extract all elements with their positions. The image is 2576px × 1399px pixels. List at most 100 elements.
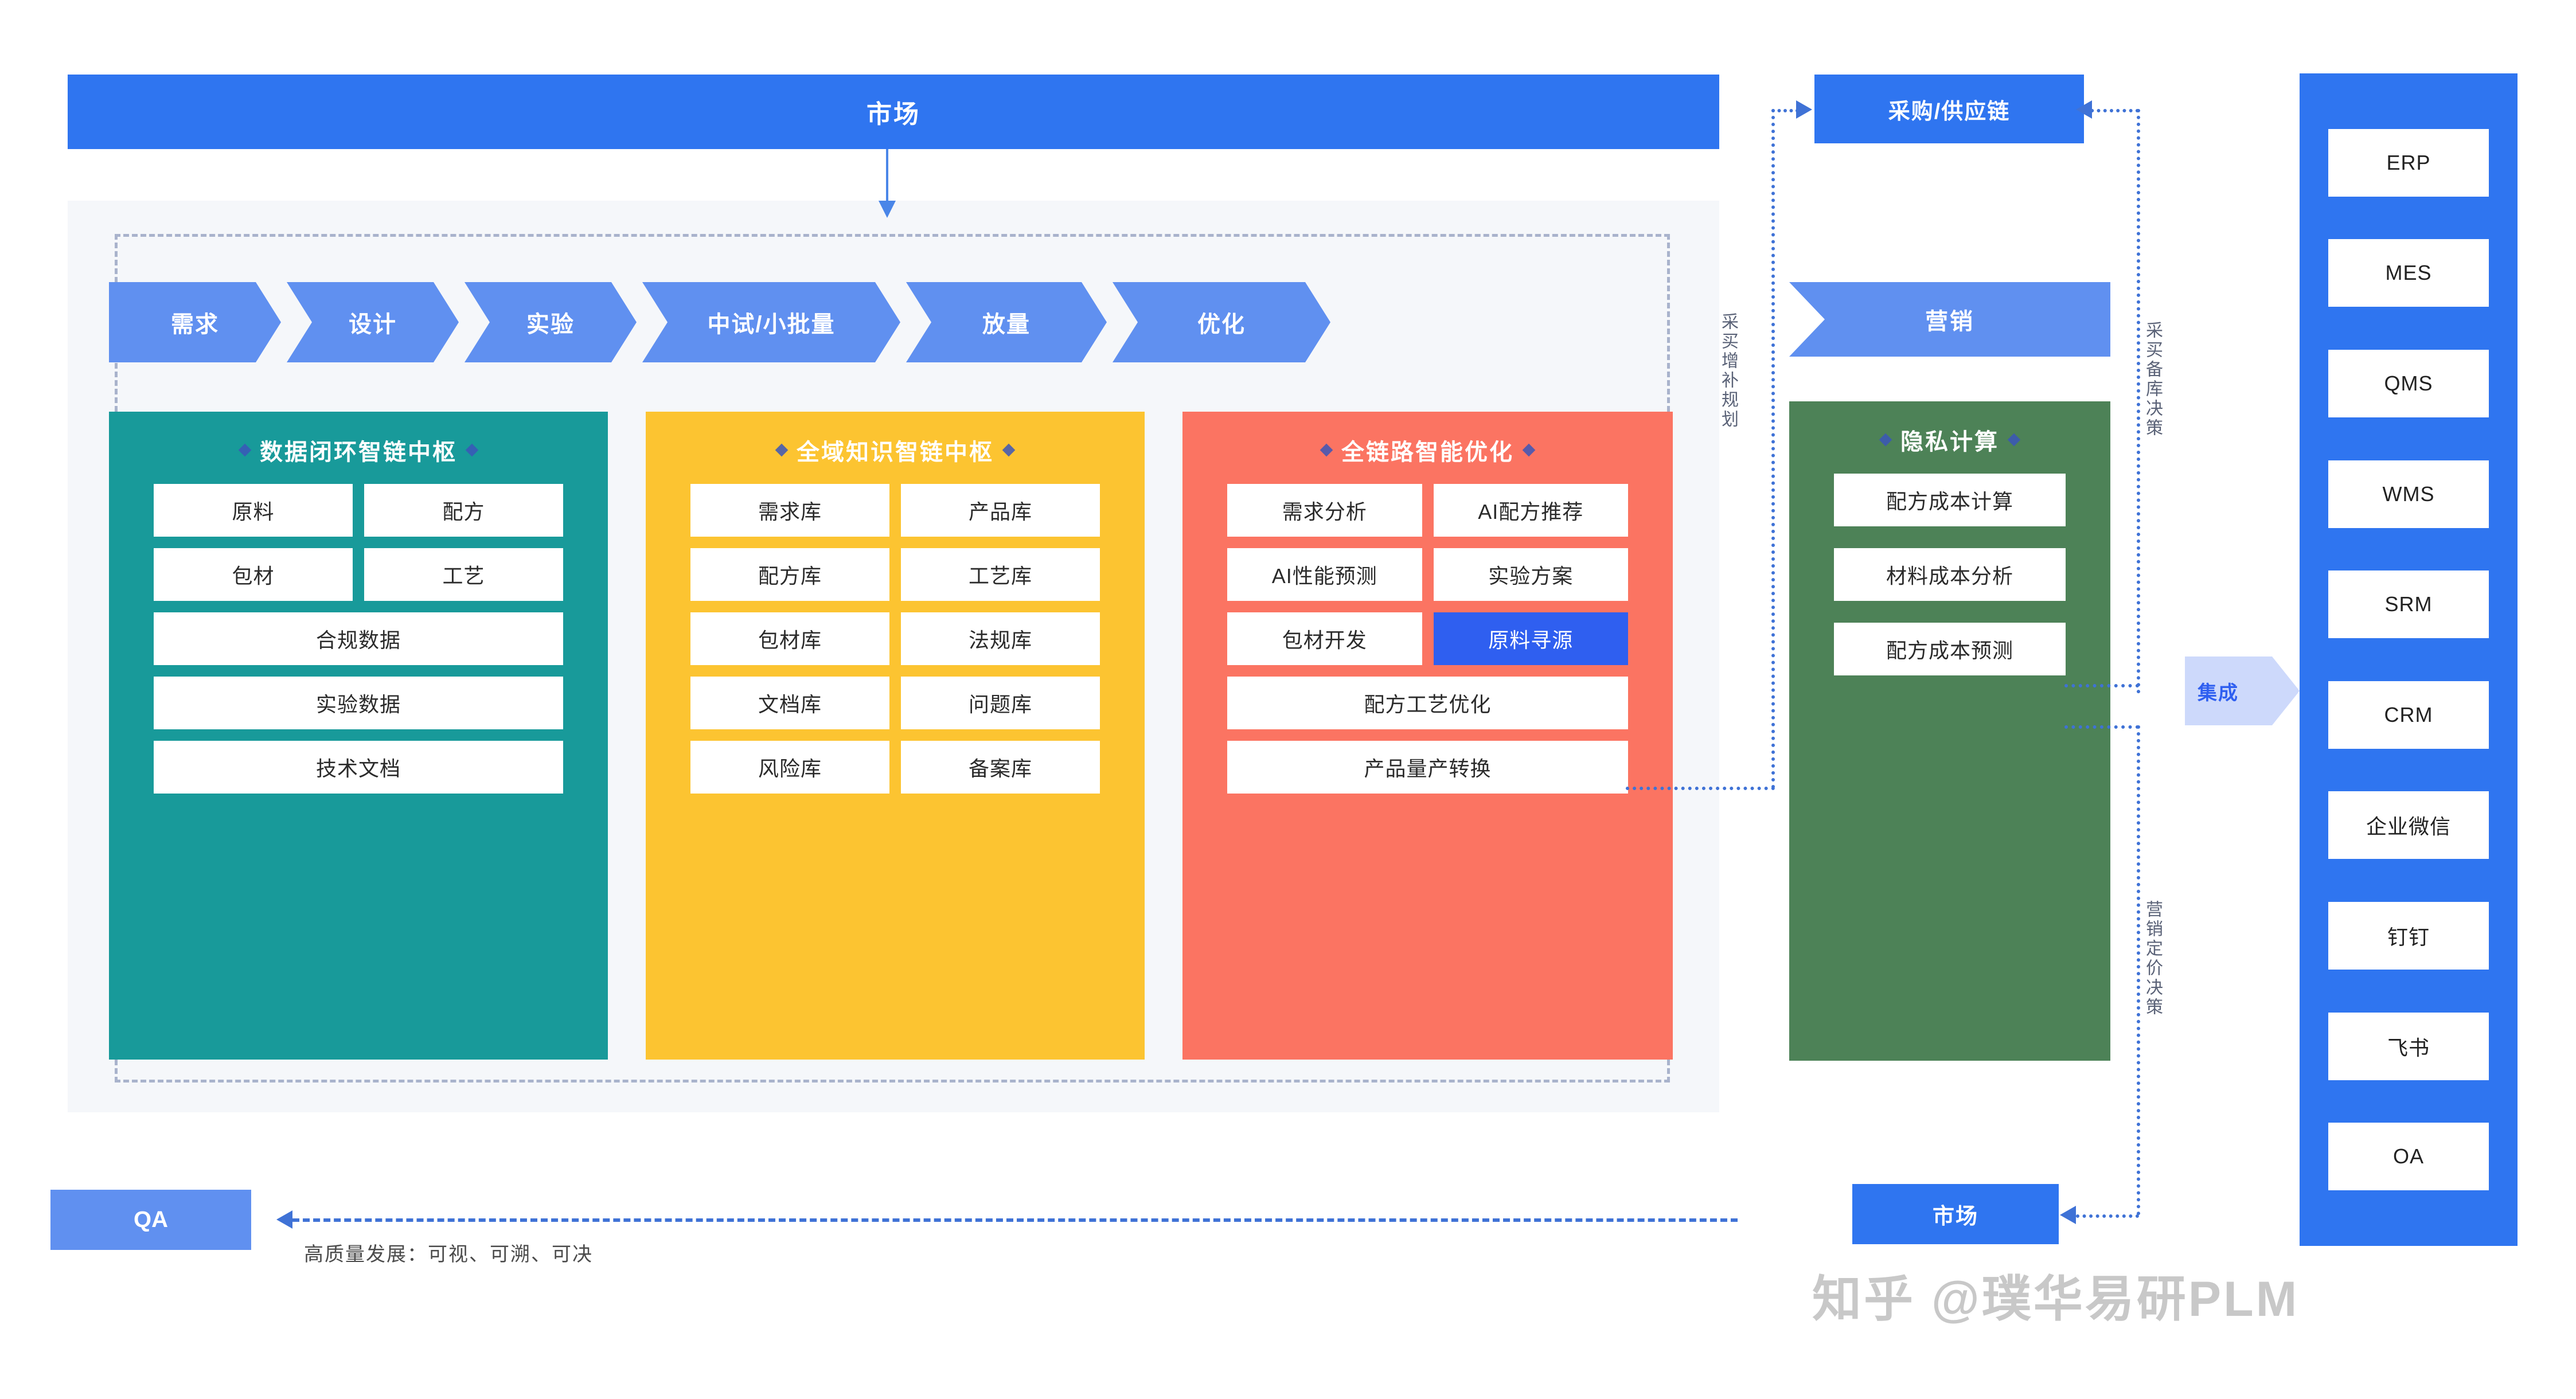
connector-right-spine-lower: [2137, 725, 2140, 1216]
knowledge-hub-item[interactable]: 问题库: [901, 677, 1100, 729]
privacy-item-material-cost[interactable]: 材料成本分析: [1834, 548, 2066, 601]
system-item-wecom[interactable]: 企业微信: [2328, 791, 2489, 859]
stage-chevron-5[interactable]: 优化: [1113, 282, 1330, 362]
panel-privacy-title-row: 隐私计算: [1789, 423, 2110, 456]
qa-label: QA: [134, 1207, 168, 1232]
optimization-item[interactable]: AI性能预测: [1227, 548, 1422, 601]
knowledge-hub-item[interactable]: 备案库: [901, 741, 1100, 794]
optimization-item-raw-material-sourcing[interactable]: 原料寻源: [1433, 612, 1628, 665]
market-top-bar[interactable]: 市场: [68, 75, 1719, 149]
purchase-supply-chain-box[interactable]: 采购/供应链: [1814, 75, 2084, 143]
data-hub-item[interactable]: 配方: [364, 484, 563, 537]
connector-arrowhead-to-purchase: [1796, 100, 1812, 119]
panel-data-hub-grid: 原料 配方 包材 工艺 合规数据 实验数据 技术文档: [109, 484, 608, 794]
market-down-arrow-line: [886, 149, 888, 204]
system-item-dingtalk[interactable]: 钉钉: [2328, 902, 2489, 970]
diamond-left-icon: [1320, 443, 1333, 457]
marketing-label: 营销: [1925, 309, 1974, 334]
market-bottom-label: 市场: [1932, 1205, 1978, 1229]
vertical-label-purchase-plan: 采买增补规划: [1719, 312, 1738, 429]
knowledge-hub-item[interactable]: 需求库: [690, 484, 889, 537]
panel-knowledge-hub-title: 全域知识智链中枢: [797, 440, 994, 465]
panel-privacy-grid: 配方成本计算 材料成本分析 配方成本预测: [1789, 474, 2110, 675]
data-hub-item[interactable]: 实验数据: [154, 677, 563, 729]
optimization-item[interactable]: 产品量产转换: [1227, 741, 1628, 794]
knowledge-hub-item[interactable]: 文档库: [690, 677, 889, 729]
enterprise-systems-column: ERP MES QMS WMS SRM CRM 企业微信 钉钉 飞书 OA: [2300, 73, 2518, 1246]
knowledge-hub-item[interactable]: 法规库: [901, 612, 1100, 665]
stage-chevron-3[interactable]: 中试/小批量: [642, 282, 900, 362]
system-item-crm[interactable]: CRM: [2328, 681, 2489, 749]
system-item-qms[interactable]: QMS: [2328, 349, 2489, 417]
panel-optimization-title-row: 全链路智能优化: [1182, 433, 1673, 467]
stage-label-1: 设计: [349, 312, 397, 337]
optimization-item[interactable]: AI配方推荐: [1433, 484, 1628, 537]
connector-arrowhead-bottom-market: [2060, 1206, 2076, 1224]
connector-sourcing-to-purchase-h1: [1626, 787, 1775, 790]
optimization-item[interactable]: 配方工艺优化: [1227, 677, 1628, 729]
stage-chevron-1[interactable]: 设计: [287, 282, 459, 362]
knowledge-hub-item[interactable]: 配方库: [690, 548, 889, 601]
stage-chevron-0[interactable]: 需求: [109, 282, 281, 362]
stage-label-4: 放量: [982, 312, 1031, 337]
diamond-left-icon: [775, 443, 789, 457]
panel-knowledge-hub-title-row: 全域知识智链中枢: [646, 433, 1145, 467]
qa-box[interactable]: QA: [50, 1190, 251, 1250]
stage-chevron-2[interactable]: 实验: [465, 282, 637, 362]
data-hub-item[interactable]: 包材: [154, 548, 353, 601]
system-item-feishu[interactable]: 飞书: [2328, 1012, 2489, 1080]
diamond-left-icon: [1879, 433, 1892, 447]
connector-material-cost-branch-lower: [2064, 725, 2139, 729]
connector-sourcing-to-purchase-v: [1771, 109, 1775, 789]
marketing-chevron[interactable]: 营销: [1789, 282, 2110, 357]
market-top-label: 市场: [867, 100, 920, 128]
connector-feedback-to-qa: [292, 1218, 1738, 1222]
market-bottom-box[interactable]: 市场: [1852, 1184, 2059, 1244]
panel-privacy-title: 隐私计算: [1900, 429, 1999, 455]
privacy-item[interactable]: 配方成本预测: [1834, 623, 2066, 675]
knowledge-hub-item[interactable]: 包材库: [690, 612, 889, 665]
panel-privacy-computing: 隐私计算 配方成本计算 材料成本分析 配方成本预测: [1789, 401, 2110, 1061]
stage-label-0: 需求: [171, 312, 219, 337]
privacy-item[interactable]: 配方成本计算: [1834, 474, 2066, 526]
integration-arrow: 集成: [2185, 656, 2300, 725]
purchase-supply-chain-label: 采购/供应链: [1888, 99, 2011, 124]
knowledge-hub-item[interactable]: 工艺库: [901, 548, 1100, 601]
connector-right-spine-top-h: [2084, 109, 2139, 112]
knowledge-hub-item[interactable]: 产品库: [901, 484, 1100, 537]
data-hub-item[interactable]: 原料: [154, 484, 353, 537]
stage-label-3: 中试/小批量: [707, 312, 836, 337]
panel-data-hub-title-row: 数据闭环智链中枢: [109, 433, 608, 467]
market-down-arrow-head: [879, 201, 896, 218]
stage-chevron-4[interactable]: 放量: [906, 282, 1107, 362]
optimization-item[interactable]: 包材开发: [1227, 612, 1422, 665]
diamond-right-icon: [2007, 433, 2021, 447]
connector-arrowhead-purchase-left: [2076, 100, 2092, 119]
optimization-item[interactable]: 需求分析: [1227, 484, 1422, 537]
connector-right-spine-upper: [2137, 109, 2140, 694]
connector-to-bottom-market-h: [2076, 1214, 2139, 1218]
panel-knowledge-hub: 全域知识智链中枢 需求库 产品库 配方库 工艺库 包材库 法规库 文档库 问题库…: [646, 412, 1145, 1060]
system-item-erp[interactable]: ERP: [2328, 128, 2489, 197]
system-item-oa[interactable]: OA: [2328, 1123, 2489, 1191]
connector-material-cost-branch-upper: [2064, 684, 2139, 687]
data-hub-item[interactable]: 工艺: [364, 548, 563, 601]
panel-knowledge-hub-grid: 需求库 产品库 配方库 工艺库 包材库 法规库 文档库 问题库 风险库 备案库: [646, 484, 1145, 794]
panel-data-hub-title: 数据闭环智链中枢: [260, 440, 457, 465]
data-hub-item[interactable]: 技术文档: [154, 741, 563, 794]
data-hub-item[interactable]: 合规数据: [154, 612, 563, 665]
panel-optimization-grid: 需求分析 AI配方推荐 AI性能预测 实验方案 包材开发 原料寻源 配方工艺优化…: [1182, 484, 1673, 794]
system-item-srm[interactable]: SRM: [2328, 570, 2489, 639]
system-item-wms[interactable]: WMS: [2328, 460, 2489, 528]
footer-note: 高质量发展：可视、可溯、可决: [304, 1244, 593, 1265]
vertical-label-stock-decision: 采买备库决策: [2143, 321, 2162, 438]
optimization-item[interactable]: 实验方案: [1433, 548, 1628, 601]
system-item-mes[interactable]: MES: [2328, 239, 2489, 307]
watermark: 知乎 @璞华易研PLM: [1812, 1272, 2300, 1327]
connector-sourcing-to-purchase-h2: [1771, 109, 1799, 112]
knowledge-hub-item[interactable]: 风险库: [690, 741, 889, 794]
integration-label: 集成: [2198, 682, 2239, 704]
stage-label-2: 实验: [526, 312, 575, 337]
connector-arrowhead-qa: [276, 1210, 292, 1229]
